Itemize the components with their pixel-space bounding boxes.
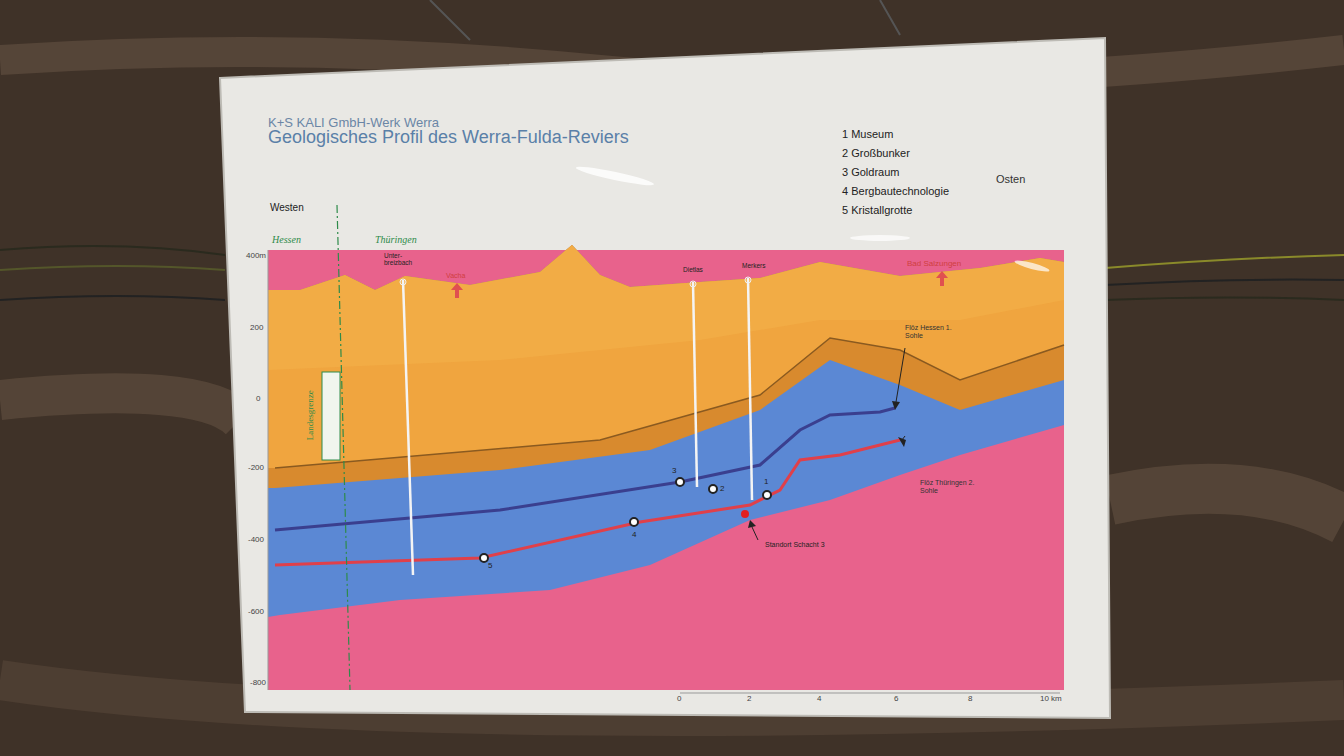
- town-label: Vacha: [446, 272, 465, 280]
- callout-number: 2: [720, 484, 724, 493]
- legend-entry: 3 Goldraum: [842, 166, 899, 179]
- legend-entry: 4 Bergbautechnologie: [842, 185, 949, 198]
- town-label: Unter- breizbach: [384, 253, 422, 267]
- state-label: Thüringen: [375, 234, 417, 246]
- callout-number: 3: [672, 466, 676, 475]
- callout-number: 5: [488, 561, 492, 570]
- legend-entry: 5 Kristallgrotte: [842, 204, 912, 217]
- axis-tick: -600: [248, 607, 264, 616]
- callout-number: 1: [764, 477, 768, 486]
- diagram-title: Geologisches Profil des Werra-Fulda-Revi…: [268, 127, 629, 148]
- axis-tick: 0: [677, 694, 681, 703]
- axis-tick: 200: [250, 323, 263, 332]
- direction-label: Westen: [270, 202, 304, 214]
- seam-label: Flöz Thüringen 2. Sohle: [920, 479, 986, 495]
- town-label: Bad Salzungen: [907, 259, 961, 268]
- town-label: Dietlas: [683, 266, 703, 273]
- axis-tick: 10 km: [1040, 694, 1062, 703]
- town-label: Merkers: [742, 262, 765, 269]
- border-label: Landesgrenze: [305, 390, 315, 440]
- direction-label: Osten: [996, 173, 1025, 186]
- shaft-label: Standort Schacht 3: [765, 541, 825, 549]
- legend-entry: 2 Großbunker: [842, 147, 910, 160]
- axis-tick: 2: [747, 694, 751, 703]
- axis-tick: 8: [968, 694, 972, 703]
- company-name: K+S KALI GmbH-Werk Werra: [268, 116, 439, 131]
- axis-tick: -200: [248, 463, 264, 472]
- axis-tick: -400: [248, 535, 264, 544]
- axis-tick: 0: [256, 394, 260, 403]
- axis-tick: 6: [894, 694, 898, 703]
- seam-label: Flöz Hessen 1. Sohle: [905, 324, 965, 340]
- axis-tick: 400m: [246, 251, 266, 260]
- axis-tick: 4: [817, 694, 821, 703]
- legend-entry: 1 Museum: [842, 128, 893, 141]
- state-label: Hessen: [272, 234, 301, 246]
- callout-number: 4: [632, 530, 636, 539]
- axis-tick: -800: [250, 678, 266, 687]
